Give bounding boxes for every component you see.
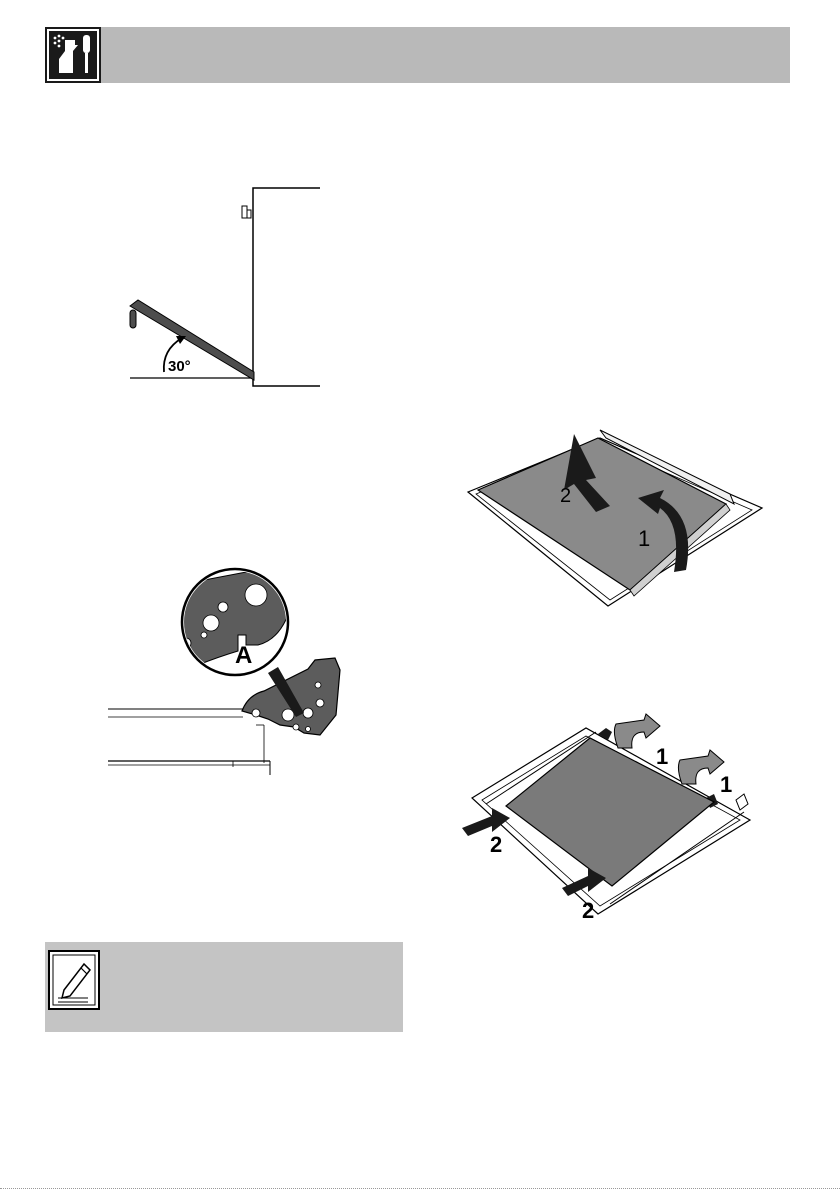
door-angle-figure: 30° bbox=[120, 180, 330, 400]
page-bottom-rule bbox=[0, 1188, 840, 1189]
step-1-label-a: 1 bbox=[656, 744, 668, 769]
step-1-label: 1 bbox=[638, 526, 650, 551]
step-2-label-b: 2 bbox=[582, 898, 594, 923]
cleaning-maintenance-icon bbox=[45, 27, 101, 83]
step-1-label-b: 1 bbox=[720, 772, 732, 797]
panel-removal-figure: 2 1 bbox=[460, 420, 770, 615]
panel-insertion-figure: 1 1 2 2 bbox=[462, 708, 762, 930]
callout-label: A bbox=[235, 642, 252, 669]
angle-label: 30° bbox=[168, 358, 191, 375]
step-2-label: 2 bbox=[560, 485, 571, 507]
step-2-label-a: 2 bbox=[490, 832, 502, 857]
pencil-note-icon bbox=[48, 950, 100, 1010]
page-header-bar bbox=[45, 27, 790, 83]
hinge-detail-figure: A bbox=[108, 565, 353, 780]
